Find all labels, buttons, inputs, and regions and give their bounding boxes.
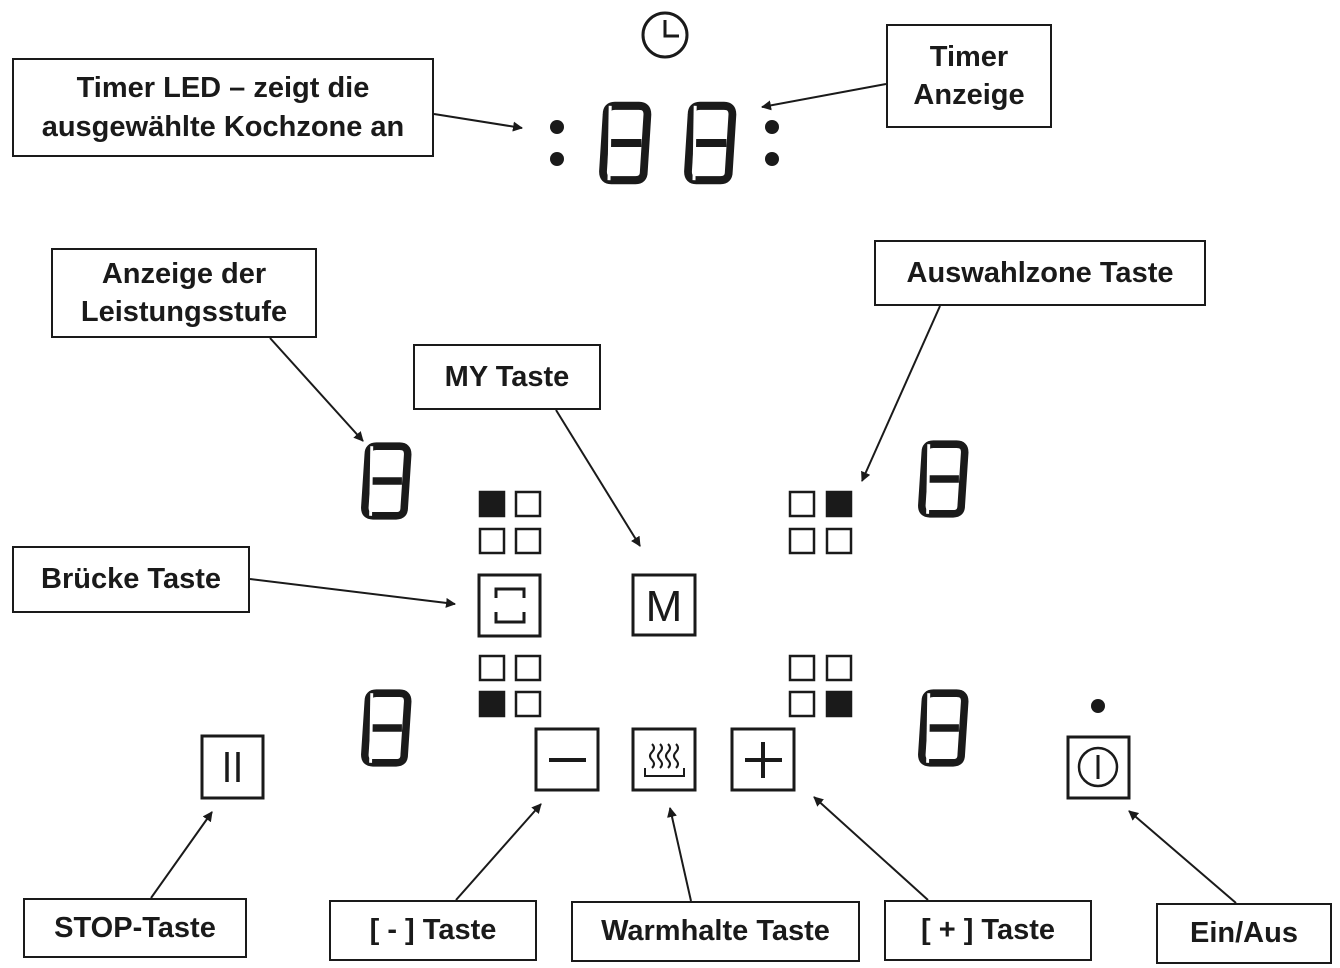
timer-display-label: Timer Anzeige bbox=[886, 24, 1052, 128]
zone-grid-icon[interactable] bbox=[788, 490, 853, 555]
stop-button[interactable] bbox=[200, 734, 265, 800]
timer-digit-tens bbox=[603, 106, 647, 180]
my-button[interactable]: M bbox=[631, 573, 697, 637]
arrow-stop-key bbox=[150, 811, 213, 899]
power-level-digit-rear-right bbox=[922, 693, 965, 763]
bridge-button[interactable] bbox=[477, 573, 542, 638]
power-indicator-dot bbox=[1091, 699, 1105, 713]
timer-led-dot-left-bottom bbox=[550, 152, 564, 166]
zone-grid-icon[interactable] bbox=[478, 654, 542, 718]
plus-icon bbox=[745, 742, 782, 778]
clock-icon bbox=[641, 11, 689, 59]
power-level-digit-rear-left bbox=[365, 693, 408, 763]
power-level-digit-front-right bbox=[922, 444, 965, 514]
keep-warm-key-label: Warmhalte Taste bbox=[571, 901, 860, 962]
on-off-label: Ein/Aus bbox=[1156, 903, 1332, 964]
arrow-keep-warm-key bbox=[667, 807, 692, 902]
plus-button[interactable] bbox=[730, 727, 796, 792]
arrow-bridge-key bbox=[249, 578, 456, 608]
keep-warm-button[interactable] bbox=[631, 727, 697, 792]
timer-led-label: Timer LED – zeigt die ausgewählte Kochzo… bbox=[12, 58, 434, 157]
timer-led-dot-right-top bbox=[765, 120, 779, 134]
keep-warm-icon bbox=[644, 743, 685, 777]
timer-digit-units bbox=[688, 106, 732, 180]
zone-grid-icon[interactable] bbox=[788, 654, 853, 718]
plus-key-label: [ + ] Taste bbox=[884, 900, 1092, 961]
arrow-power-level bbox=[269, 337, 364, 442]
zone-grid-icon[interactable] bbox=[478, 490, 542, 555]
timer-display bbox=[550, 106, 779, 180]
bridge-icon bbox=[494, 587, 526, 624]
minus-key-label: [ - ] Taste bbox=[329, 900, 537, 961]
arrow-zone-select bbox=[861, 305, 941, 482]
timer-led-dot-right-bottom bbox=[765, 152, 779, 166]
arrow-on-off bbox=[1128, 810, 1237, 904]
timer-led-dot-left-top bbox=[550, 120, 564, 134]
arrow-plus-key bbox=[813, 796, 929, 901]
my-key-label: MY Taste bbox=[413, 344, 601, 410]
zone-select-key-label: Auswahlzone Taste bbox=[874, 240, 1206, 306]
arrow-timer-led bbox=[433, 113, 523, 132]
my-button-glyph: M bbox=[646, 582, 683, 631]
power-level-digit-front-left bbox=[365, 446, 408, 516]
arrow-my-key bbox=[555, 409, 641, 547]
pause-icon bbox=[225, 752, 240, 782]
power-button[interactable] bbox=[1066, 735, 1131, 800]
arrow-timer-display bbox=[761, 83, 887, 111]
bridge-key-label: Brücke Taste bbox=[12, 546, 250, 613]
power-icon bbox=[1077, 746, 1119, 788]
callout-arrows bbox=[150, 83, 1237, 904]
stop-key-label: STOP-Taste bbox=[23, 898, 247, 958]
power-level-display-label: Anzeige der Leistungsstufe bbox=[51, 248, 317, 338]
arrow-minus-key bbox=[455, 803, 542, 901]
minus-button[interactable] bbox=[534, 727, 600, 792]
